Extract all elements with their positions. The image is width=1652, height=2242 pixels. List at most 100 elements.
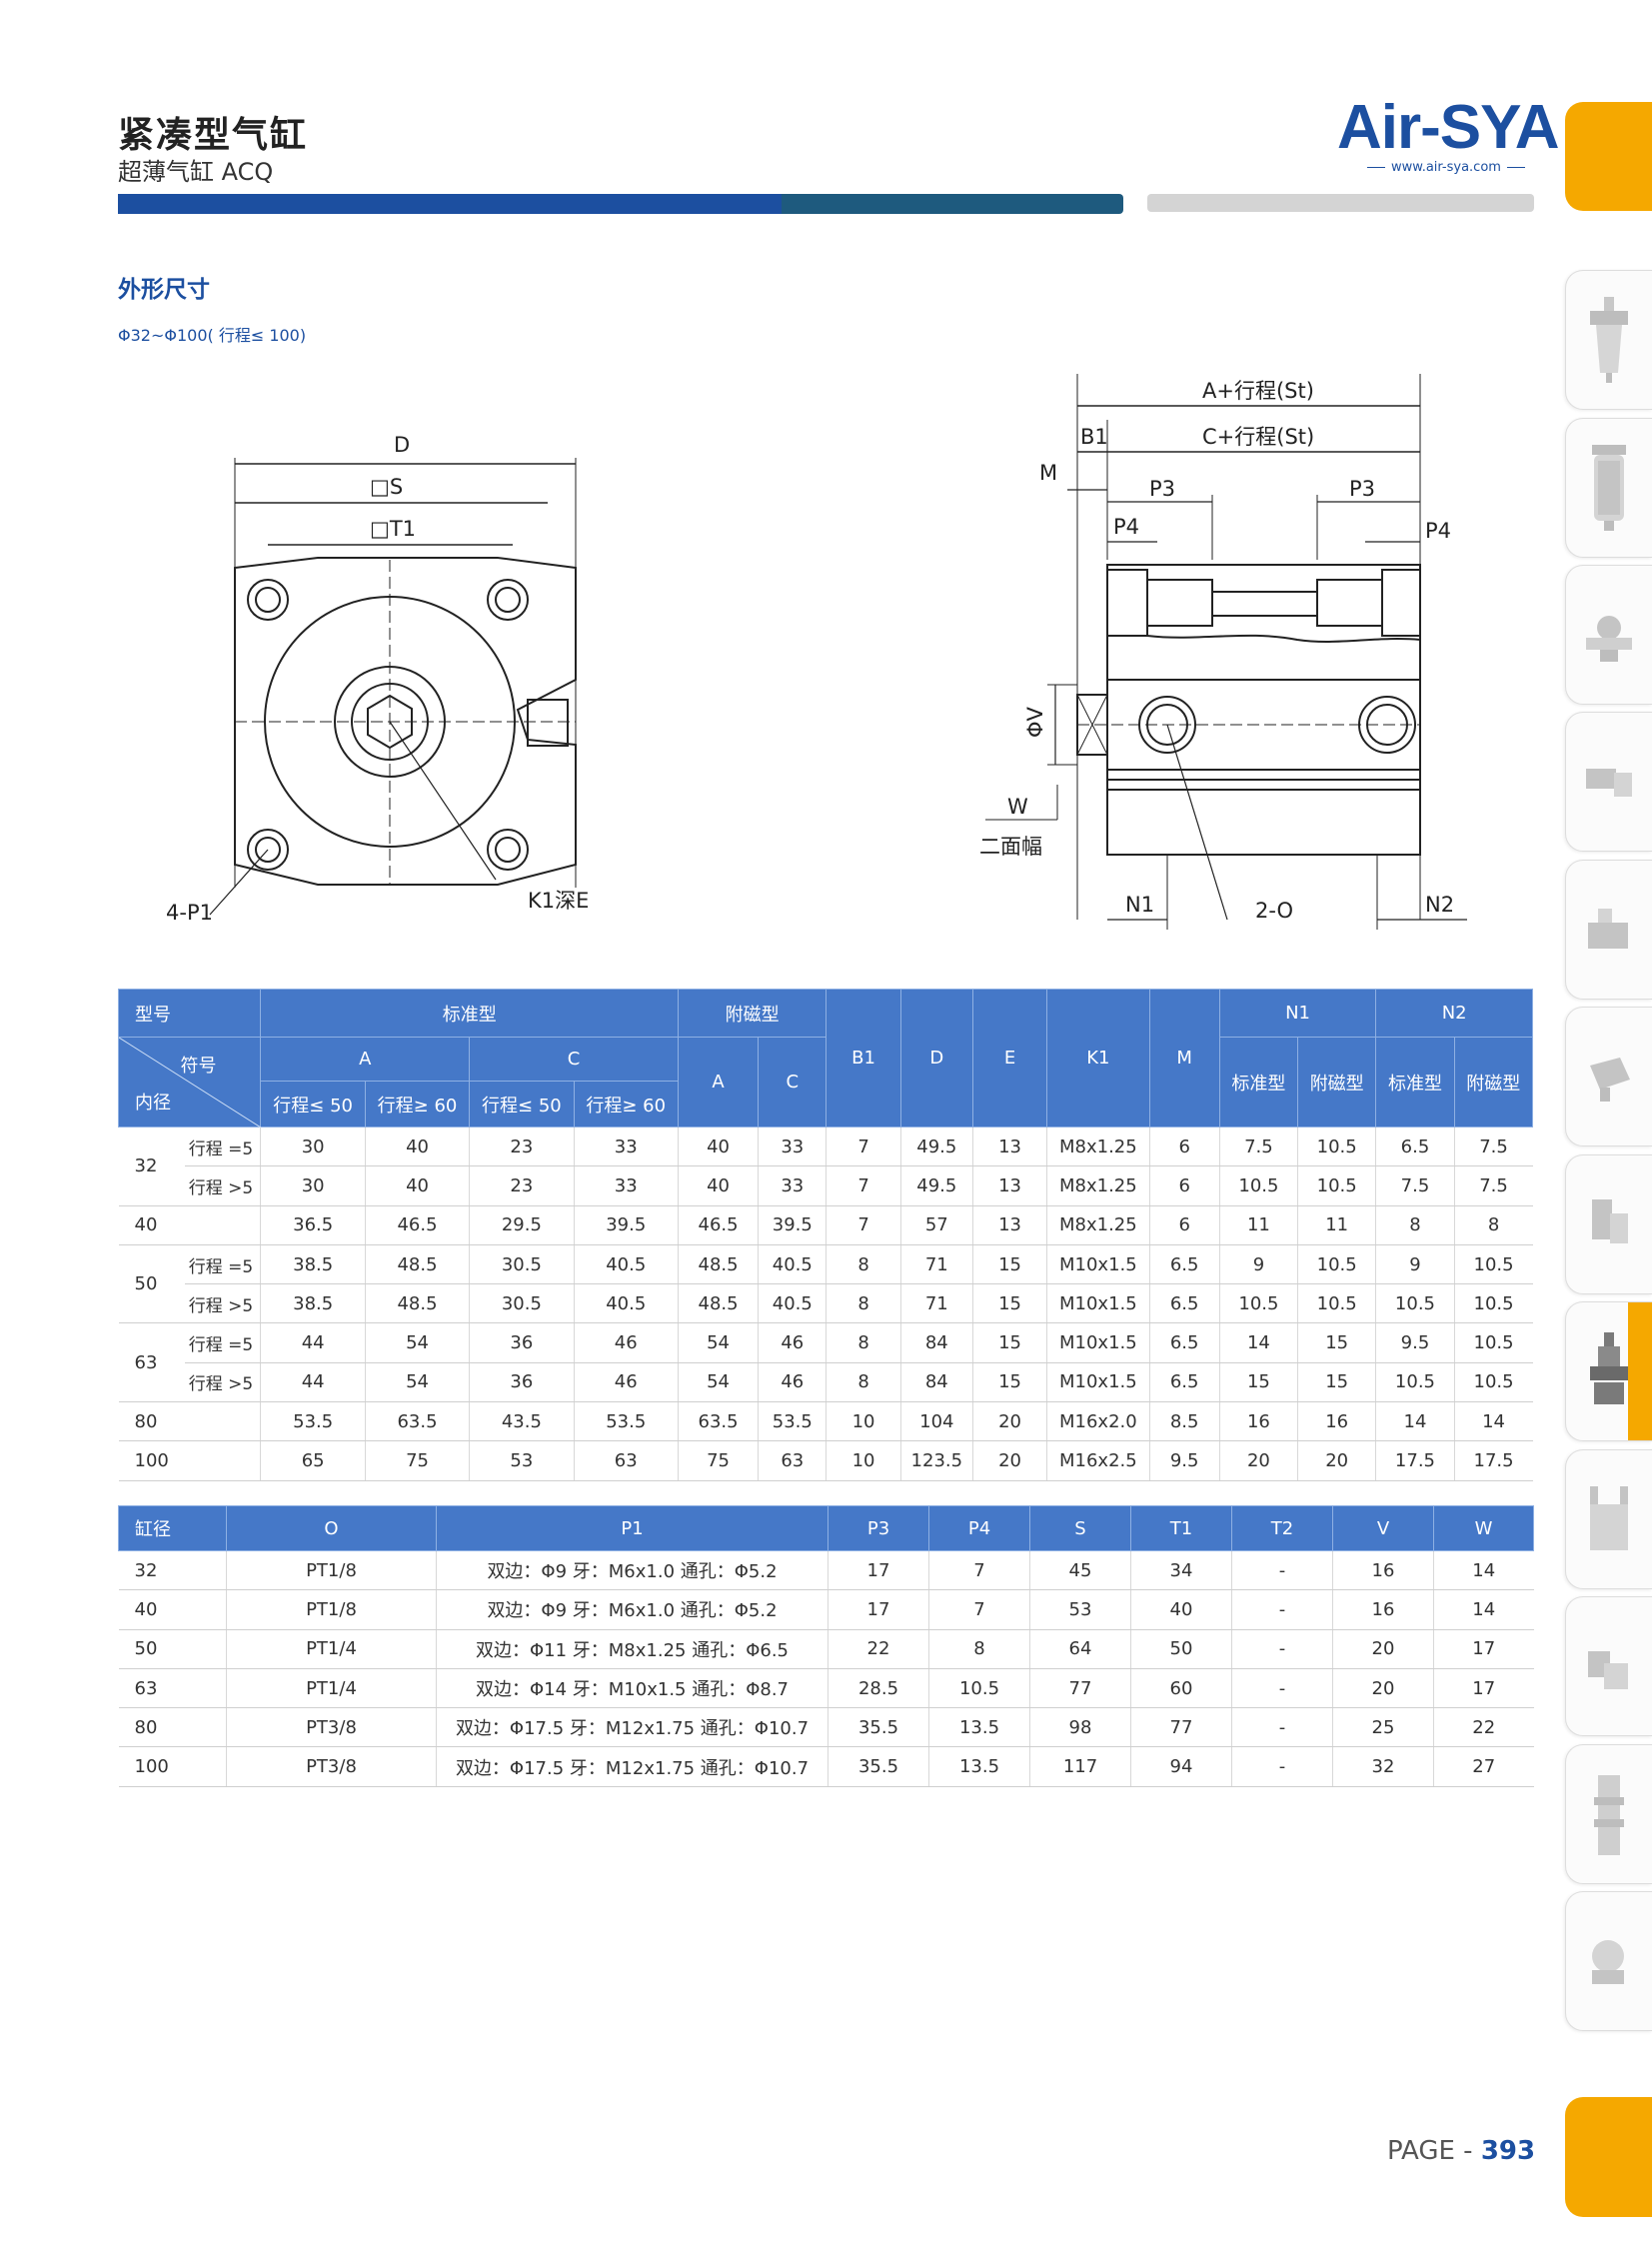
value-cell: 36 xyxy=(469,1322,575,1363)
value-cell: PT1/4 xyxy=(226,1668,437,1709)
block-valve-icon xyxy=(1590,1058,1630,1102)
value-cell: 27 xyxy=(1433,1746,1534,1787)
value-cell: 40.5 xyxy=(758,1283,826,1324)
side-tab-gripper[interactable] xyxy=(1565,1449,1652,1589)
value-cell: 17 xyxy=(1433,1668,1534,1709)
ports-header-cell: W xyxy=(1433,1505,1534,1551)
label-D: D xyxy=(394,433,410,457)
value-cell: 49.5 xyxy=(899,1165,973,1206)
value-cell: 48.5 xyxy=(677,1283,759,1324)
value-cell: 17 xyxy=(1433,1629,1534,1669)
value-cell: 9.5 xyxy=(1148,1440,1220,1481)
value-cell: 45 xyxy=(1029,1550,1131,1591)
bore-cell: 32 xyxy=(118,1126,185,1206)
bore-cell: 40 xyxy=(118,1205,185,1245)
value-cell: 15 xyxy=(971,1322,1047,1363)
side-tab-solenoid[interactable] xyxy=(1565,860,1652,1000)
value-cell: 53.5 xyxy=(573,1401,679,1442)
brand-url: www.air-sya.com xyxy=(1361,160,1531,175)
bore-cell: 80 xyxy=(118,1401,185,1442)
header-N2: N2 xyxy=(1375,989,1533,1038)
ports-header-cell: V xyxy=(1332,1505,1434,1551)
value-cell: 28.5 xyxy=(827,1668,929,1709)
side-tab-cylinder[interactable] xyxy=(1565,1301,1652,1441)
value-cell: 23 xyxy=(469,1165,575,1206)
value-cell: 17.5 xyxy=(1453,1440,1533,1481)
value-cell: 双边：Φ14 牙：M10x1.5 通孔：Φ8.7 xyxy=(436,1668,828,1709)
stroke-condition-cell xyxy=(184,1205,261,1245)
value-cell: 16 xyxy=(1332,1589,1434,1630)
side-tab-connector[interactable] xyxy=(1565,1744,1652,1884)
value-cell: 33 xyxy=(573,1165,679,1206)
value-cell: 8.5 xyxy=(1148,1401,1220,1442)
side-tab-misc[interactable] xyxy=(1565,1891,1652,2031)
value-cell: 14 xyxy=(1433,1550,1534,1591)
value-cell: 63.5 xyxy=(677,1401,759,1442)
value-cell: 53.5 xyxy=(260,1401,366,1442)
value-cell: 13 xyxy=(971,1165,1047,1206)
accessory-icon xyxy=(1592,1940,1624,1984)
value-cell: 7.5 xyxy=(1453,1126,1533,1167)
value-cell: 双边：Φ17.5 牙：M12x1.75 通孔：Φ10.7 xyxy=(436,1707,828,1748)
bore-cell: 50 xyxy=(118,1629,227,1669)
page-title: 紧凑型气缸 xyxy=(118,115,309,156)
value-cell: 6 xyxy=(1148,1165,1220,1206)
side-tab-valve[interactable] xyxy=(1565,712,1652,852)
side-tab-top[interactable] xyxy=(1565,102,1652,211)
side-view xyxy=(985,374,1467,930)
side-tab-elbow[interactable] xyxy=(1565,1596,1652,1736)
value-cell: 94 xyxy=(1130,1746,1232,1787)
label-O: 2-O xyxy=(1255,899,1293,923)
label-S: □S xyxy=(370,475,403,499)
solenoid-icon xyxy=(1588,909,1628,949)
value-cell: 46 xyxy=(573,1322,679,1363)
header-magnetic: 附磁型 xyxy=(677,989,827,1038)
label-P1: 4-P1 xyxy=(166,901,213,925)
value-cell: 10.5 xyxy=(1375,1283,1455,1324)
value-cell: 63 xyxy=(573,1440,679,1481)
value-cell: 117 xyxy=(1029,1746,1131,1787)
value-cell: 40.5 xyxy=(573,1283,679,1324)
side-tab-filter[interactable] xyxy=(1565,270,1652,410)
value-cell: 40 xyxy=(677,1165,759,1206)
value-cell: 104 xyxy=(899,1401,973,1442)
value-cell: 7 xyxy=(928,1550,1030,1591)
side-tab-bottom[interactable] xyxy=(1565,2097,1652,2217)
value-cell: 25 xyxy=(1332,1707,1434,1748)
side-tab-fitting[interactable] xyxy=(1565,1154,1652,1294)
brand-logo: Air-SYA xyxy=(1337,93,1560,162)
header-N2-magnetic: 附磁型 xyxy=(1453,1037,1534,1127)
value-cell: 20 xyxy=(971,1401,1047,1442)
value-cell: 11 xyxy=(1218,1205,1298,1245)
label-K1: K1深E xyxy=(528,889,589,913)
value-cell: 35.5 xyxy=(827,1707,929,1748)
side-tab-gauge[interactable] xyxy=(1565,565,1652,705)
page-label: PAGE - xyxy=(1387,2136,1481,2166)
side-tab-regulator[interactable] xyxy=(1565,418,1652,558)
value-cell: 71 xyxy=(899,1244,973,1285)
header-N2-standard: 标准型 xyxy=(1375,1037,1455,1127)
filter-icon xyxy=(1590,297,1628,383)
value-cell: 75 xyxy=(364,1440,470,1481)
bore-cell: 50 xyxy=(118,1244,185,1324)
label-N1: N1 xyxy=(1125,893,1154,917)
value-cell: 6.5 xyxy=(1375,1126,1455,1167)
gauge-icon xyxy=(1586,616,1632,662)
value-cell: 13.5 xyxy=(928,1707,1030,1748)
value-cell: 14 xyxy=(1375,1401,1455,1442)
header-A-ge60: 行程≥ 60 xyxy=(364,1081,471,1127)
side-tab-block[interactable] xyxy=(1565,1007,1652,1146)
header-bore: 内径 xyxy=(135,1093,171,1114)
value-cell: 10.5 xyxy=(928,1668,1030,1709)
value-cell: PT3/8 xyxy=(226,1746,437,1787)
value-cell: 13 xyxy=(971,1126,1047,1167)
value-cell: 8 xyxy=(826,1244,901,1285)
ports-header-cell: P3 xyxy=(827,1505,929,1551)
